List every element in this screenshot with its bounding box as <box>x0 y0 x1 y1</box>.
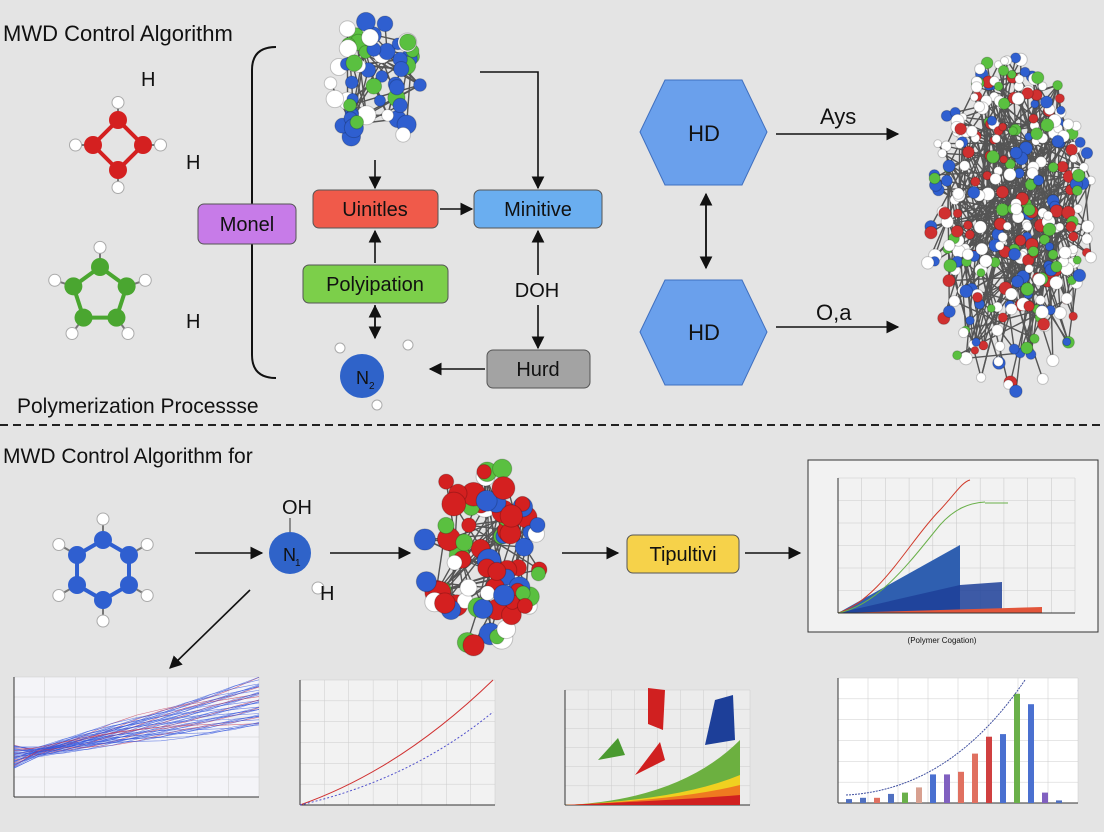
bar-mark <box>930 774 936 803</box>
area-mark <box>635 742 665 775</box>
oh-label: OH <box>282 497 312 519</box>
area-mark <box>838 582 1002 613</box>
h-label: H <box>141 69 155 91</box>
top-title: MWD Control Algorithm <box>3 21 233 46</box>
line-mark <box>13 715 260 766</box>
h-label: H <box>320 583 334 605</box>
bar-mark <box>944 774 950 803</box>
n-molecule: N 1 <box>269 518 325 595</box>
molecule <box>69 96 167 194</box>
bar-mark <box>846 799 852 803</box>
line-mark <box>299 711 494 806</box>
line-mark <box>13 683 260 748</box>
line-mark <box>13 722 260 769</box>
bar-mark <box>916 787 922 803</box>
bar-mark <box>874 797 880 803</box>
molecule <box>52 512 154 628</box>
hurd-box[interactable]: Hurd <box>486 349 591 389</box>
line-mark <box>13 722 260 769</box>
n2-molecule: N 2 <box>334 339 414 411</box>
area-mark <box>565 795 740 805</box>
molecule <box>413 458 548 657</box>
molecule-group-top <box>48 11 1097 398</box>
bottom-title: MWD Control Algorithm for <box>3 445 253 468</box>
line-mark <box>837 479 971 614</box>
bar-mark <box>972 753 978 803</box>
molecule-group-bottom <box>52 458 548 657</box>
area-mark <box>838 607 1042 613</box>
line-mark <box>13 693 260 752</box>
line-mark <box>837 501 986 614</box>
bar-mark <box>860 797 866 803</box>
line-mark <box>13 724 260 767</box>
area-mark <box>598 738 625 760</box>
line-mark <box>13 707 260 761</box>
bar-mark <box>1000 734 1006 803</box>
hd-label: HD <box>688 121 720 146</box>
bar-mark <box>888 793 894 803</box>
line-mark <box>845 679 1026 796</box>
bar-mark <box>986 736 992 803</box>
chart-x-label: (Polymer Cogation) <box>908 636 977 645</box>
mini-charts <box>13 676 1079 806</box>
line-mark <box>13 716 260 763</box>
line-mark <box>13 676 260 753</box>
area-mark <box>648 688 665 730</box>
mini-chart <box>13 676 260 798</box>
molecule <box>323 11 427 147</box>
n2-label: N <box>356 368 369 388</box>
h-label: H <box>186 311 200 333</box>
hurd-label: Hurd <box>516 359 559 381</box>
arrow-label-ays: Ays <box>820 104 856 129</box>
monel-label: Monel <box>220 214 274 236</box>
area-mark <box>705 695 735 745</box>
n-subscript: 1 <box>295 558 301 569</box>
bar-mark <box>1014 693 1020 803</box>
hexagon-hd-top[interactable]: HD <box>639 79 768 186</box>
bar-mark <box>958 771 964 803</box>
molecule <box>921 52 1097 398</box>
bar-mark <box>902 792 908 803</box>
area-mark <box>565 740 740 805</box>
minitive-label: Minitive <box>504 199 572 221</box>
polyipation-label: Polyipation <box>326 274 424 296</box>
bar-mark <box>1042 792 1048 803</box>
top-arrows <box>368 71 900 376</box>
mini-chart <box>837 677 1079 804</box>
molecule <box>48 240 152 341</box>
polyipation-box[interactable]: Polyipation <box>302 264 449 304</box>
uinitles-label: Uinitles <box>342 199 408 221</box>
bar-mark <box>1028 704 1034 803</box>
line-mark <box>299 679 494 806</box>
line-mark <box>13 706 260 759</box>
h-label: H <box>186 152 200 174</box>
bottom-arrows <box>169 546 802 669</box>
monel-box[interactable]: Monel <box>197 203 297 245</box>
line-mark <box>13 701 260 757</box>
tipultivi-box[interactable]: Tipultivi <box>626 534 740 574</box>
hexagon-hd-bottom[interactable]: HD <box>639 279 768 386</box>
line-mark <box>13 723 260 768</box>
hd-label: HD <box>688 320 720 345</box>
line-mark <box>13 713 260 763</box>
tipultivi-label: Tipultivi <box>649 544 716 566</box>
growth-chart: (Polymer Cogation) <box>807 459 1099 645</box>
mini-chart <box>564 688 751 806</box>
minitive-box[interactable]: Minitive <box>473 189 603 229</box>
n-label: N <box>283 545 296 565</box>
bar-mark <box>1056 800 1062 803</box>
mini-chart <box>299 679 496 806</box>
arrow-label-oa: O,a <box>816 300 852 325</box>
n2-subscript: 2 <box>369 381 375 392</box>
uinitles-box[interactable]: Uinitles <box>312 189 439 229</box>
doh-label: DOH <box>515 280 559 302</box>
top-footer: Polymerization Processse <box>17 395 259 418</box>
